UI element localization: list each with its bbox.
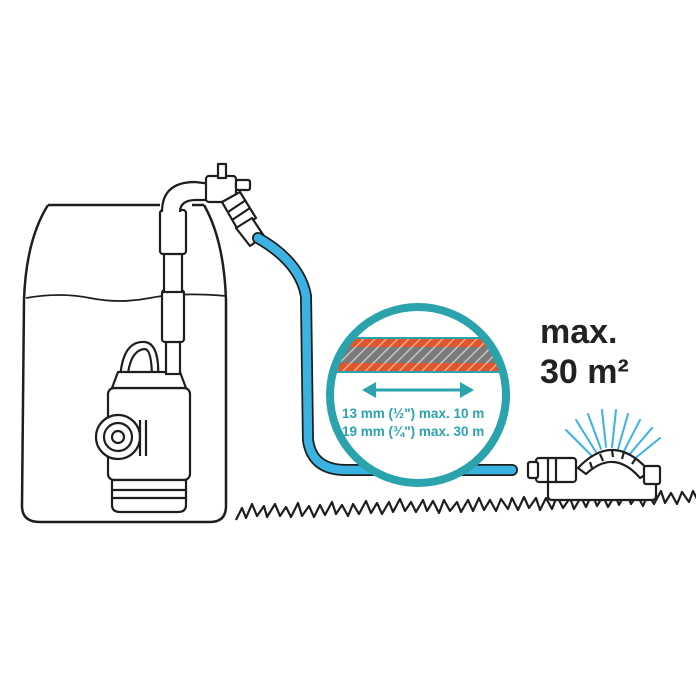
riser-pipe	[158, 180, 214, 376]
pump-base	[110, 478, 188, 514]
double-arrow-icon	[362, 382, 474, 398]
pump-float-cable	[118, 340, 160, 396]
hose-spec-13mm: 13 mm (½") max. 10 m	[342, 406, 485, 421]
garden-hose-fill	[253, 233, 517, 475]
hose-spec-19mm: 19 mm (¾") max. 30 m	[342, 424, 485, 439]
oscillating-sprinkler	[526, 409, 662, 502]
rain-barrel	[20, 203, 228, 524]
water-spray	[565, 409, 661, 461]
coverage-area-prefix: max.	[540, 313, 618, 351]
barrel-outline	[20, 204, 228, 524]
coverage-area-value: 30 m²	[540, 353, 629, 391]
sprinkler-base	[546, 480, 658, 502]
coverage-area-label: max. 30 m²	[540, 312, 660, 392]
water-level	[25, 293, 227, 302]
magnifier-ring	[326, 303, 510, 487]
shutoff-valve	[204, 162, 266, 248]
pump-inlet-inner	[110, 429, 126, 445]
hose-detail-magnifier	[326, 303, 510, 487]
submersible-pump	[94, 340, 192, 514]
